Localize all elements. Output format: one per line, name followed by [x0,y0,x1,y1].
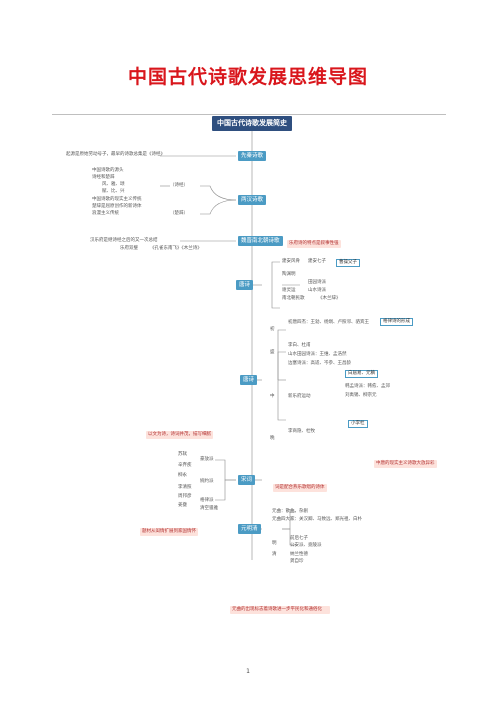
branch-song: 宋词 [238,475,256,485]
ymq-text: 纳兰性德 [290,552,308,557]
tang-period-peak: 盛 [270,350,275,355]
song-school: 豪放派 [200,457,214,462]
ymq-note: 元曲的出现标志着诗歌进一步平民化和通俗化 [230,606,330,614]
mind-map-frame [52,114,446,637]
pre-qin-text: 中国诗歌的现实主义传统 [92,197,142,202]
song-text: 苏轼 [178,452,187,457]
branch-wei-jin: 魏晋南北朝诗歌 [238,236,283,246]
tang-period-early: 初 [270,327,275,332]
song-school: 婉约派 [200,479,214,484]
wei-jin-text: 建安风骨 [282,259,300,264]
ymq-text: 龚自珍 [290,559,304,564]
han-text: 汉乐府是继诗经之后的又一次总结 [90,238,158,243]
pre-qin-text: 中国诗歌的源头 [92,168,124,173]
song-note: 词是配合燕乐歌唱的诗体 [273,484,327,492]
tang-period-mid: 中 [270,394,275,399]
tang-note: 中唐的现实主义诗歌大放异彩 [374,460,437,468]
tang-text: 韩孟诗派：韩愈、孟郊 [345,384,390,389]
tang-text: 李白、杜甫 [288,343,311,348]
page-number: 1 [246,668,250,675]
wei-jin-box: 曹操父子 [336,259,360,267]
branch-tang-poetry-root: 唐诗 [236,280,254,290]
tang-text: 李商隐、杜牧 [288,429,315,434]
tang-box: 小李杜 [348,420,368,428]
wei-jin-text: 山水诗派 [308,288,326,293]
ymq-text: 公安派、竟陵派 [290,543,322,548]
branch-tang: 唐诗 [240,375,258,385]
tang-text: 边塞诗派：高适、岑参、王昌龄 [288,361,351,366]
tang-period-late: 晚 [270,436,275,441]
song-school: 格律派 [200,498,214,503]
wei-jin-text: 《木兰辞》 [318,296,341,301]
han-note: 乐府诗的特点是叙事性强 [287,240,341,248]
song-text: 姜夔 [178,503,187,508]
tang-text: 山水田园诗派：王维、孟浩然 [288,352,347,357]
wei-jin-text: 谢灵运 [282,288,296,293]
wei-jin-text: 南北朝民歌 [282,296,305,301]
ymq-text: 元曲：散曲、杂剧 [272,509,308,514]
ymq-text: 明 [272,541,277,546]
han-text: 乐府双璧 [120,246,138,251]
song-text: 柳永 [178,473,187,478]
han-text: 《孔雀东南飞》《木兰诗》 [150,246,202,251]
pre-qin-label: （楚辞） [170,211,188,216]
document-title: 中国古代诗歌发展思维导图 [127,66,368,88]
tang-box: 白居易、元稹 [345,370,378,378]
mind-map-title: 中国古代诗歌发展简史 [212,116,292,131]
song-text: 周邦彦 [178,494,192,499]
pre-qin-label: （诗经） [170,183,188,188]
song-text: 辛弃疾 [178,463,192,468]
branch-pre-qin: 先秦诗歌 [238,151,267,161]
ymq-text: 元曲四大家：关汉卿、马致远、郑光祖、白朴 [272,517,362,522]
song-text: 李清照 [178,485,192,490]
song-note: 题材从闺情扩展到家国情怀 [140,528,198,536]
tang-text: 新乐府运动 [288,394,311,399]
tang-text: 刘禹锡、柳宗元 [345,393,377,398]
song-text: 清空骚雅 [200,506,218,511]
pre-qin-text: 赋、比、兴 [102,189,125,194]
branch-yuan-ming-qing: 元明清 [238,524,261,534]
wei-jin-text: 建安七子 [308,259,326,264]
ymq-text: 清 [272,552,277,557]
wei-jin-text: 陶渊明 [282,272,296,277]
pre-qin-text: 诗经和楚辞 [92,175,115,180]
tang-note: 以文为诗，诗词并茂，描写细腻 [146,431,213,439]
tang-text: 初唐四杰：王勃、杨炯、卢照邻、骆宾王 [288,320,369,325]
pre-qin-text: 浪漫主义传统 [92,211,119,216]
branch-han: 两汉诗歌 [238,195,267,205]
wei-jin-text: 田园诗派 [308,280,326,285]
pre-qin-text: 楚辞是屈原创作的新诗体 [92,204,142,209]
pre-qin-text: 风、雅、颂 [102,182,125,187]
pre-qin-summary: 起源是原始劳动号子，最早的诗歌总集是《诗经》 [66,152,165,157]
tang-box: 格律诗的形成 [380,318,413,326]
ymq-text: 前后七子 [290,536,308,541]
